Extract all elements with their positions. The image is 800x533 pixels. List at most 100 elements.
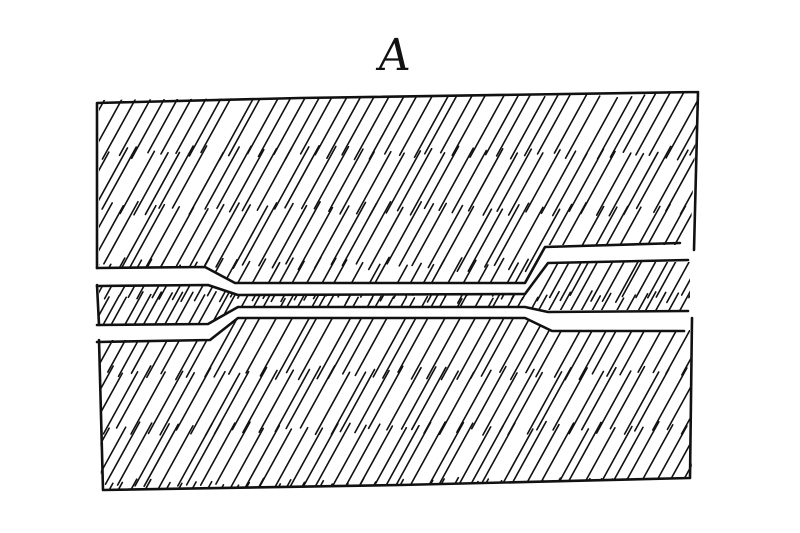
hatch-stroke: [285, 365, 322, 430]
hatch-stroke: [190, 370, 226, 435]
hatch-stroke: [271, 204, 308, 269]
hatch-stroke: [536, 93, 573, 155]
hatch-stroke: [149, 292, 173, 325]
hatch-stroke: [451, 93, 488, 157]
channel-line-lower-outer: [95, 316, 686, 344]
hatch-stroke: [175, 367, 212, 431]
hatch-stroke: [258, 257, 294, 283]
hatch-stroke: [635, 333, 657, 373]
hatch-stroke: [495, 93, 532, 157]
hatch-stroke: [524, 423, 560, 488]
hatch-stroke: [246, 295, 271, 325]
hatch-stroke: [101, 96, 138, 160]
hatch-stroke: [477, 291, 502, 325]
hatch-stroke: [467, 208, 504, 272]
hatch-stroke: [648, 93, 685, 156]
hatch-stroke: [341, 93, 378, 156]
hatch-stroke: [615, 262, 639, 303]
hatch-stroke: [496, 148, 533, 212]
hatch-stroke: [737, 368, 771, 430]
hatch-stroke: [423, 334, 445, 374]
hatch-stroke: [409, 259, 446, 283]
hatch-stroke: [524, 208, 561, 273]
hatch-stroke: [144, 206, 181, 270]
frame-outline: [95, 90, 700, 492]
hatch-stroke: [676, 96, 698, 161]
hatch-stroke: [551, 202, 587, 266]
hatch-stroke: [372, 318, 409, 378]
hatch-stroke: [446, 327, 468, 367]
hatch-stroke: [187, 257, 224, 283]
hatch-stroke: [400, 366, 437, 430]
hatch-stroke: [203, 484, 240, 490]
hatch-stroke: [413, 94, 450, 159]
hatch-stroke: [451, 149, 488, 214]
hatch-stroke: [591, 318, 628, 375]
hatch-stroke: [219, 332, 241, 372]
hatch-stroke: [386, 201, 423, 265]
hatch-stroke: [63, 422, 97, 484]
hatch-stroke: [652, 318, 689, 374]
hatch-stroke: [736, 292, 758, 332]
hatch-stroke: [339, 368, 376, 433]
hatch-stroke: [130, 371, 166, 435]
hatch-stroke: [354, 318, 391, 377]
hatch-stroke: [526, 371, 563, 435]
hatch-stroke: [709, 259, 743, 321]
hatch-stroke: [228, 148, 265, 213]
hatch-stroke: [484, 204, 520, 268]
hatch-stroke: [228, 427, 265, 490]
hatch-stroke: [146, 482, 183, 490]
hatch-stroke: [569, 262, 594, 296]
hatch-stroke: [566, 421, 602, 486]
hatch-stroke: [355, 483, 391, 490]
hatch-stroke: [719, 98, 753, 160]
hatch-stroke: [129, 259, 166, 283]
hatch-stroke: [227, 93, 264, 157]
hatch-stroke: [552, 367, 588, 431]
hatch-stroke: [173, 208, 209, 272]
hatch-stroke: [355, 201, 392, 265]
hatch-stroke: [427, 204, 464, 269]
hatch-stroke: [548, 262, 573, 299]
hatch-stroke: [224, 294, 249, 325]
hatch-stroke: [705, 428, 739, 490]
hatch-stroke: [708, 205, 742, 267]
hatch-stroke: [158, 206, 195, 271]
hatch-stroke: [131, 333, 153, 373]
hatch-stroke: [384, 424, 420, 489]
hatch-stroke: [192, 330, 214, 370]
hatch-stroke: [735, 154, 769, 216]
hatch-stroke: [409, 478, 445, 490]
hatch-stroke: [661, 480, 692, 490]
hatch-stroke: [483, 262, 519, 283]
hatch-stroke: [213, 318, 250, 378]
hatch-stroke: [188, 484, 225, 490]
hatch-stroke: [384, 93, 420, 155]
hatch-stroke: [382, 318, 418, 379]
hatch-stroke: [214, 260, 251, 283]
hatch-stroke: [509, 95, 546, 160]
hatch-stroke: [720, 427, 754, 489]
hatch-stroke: [206, 291, 230, 325]
hatch-stroke: [99, 372, 124, 437]
channel-line-upper-outer: [95, 241, 682, 285]
hatch-stroke: [595, 370, 632, 434]
hatch-stroke: [523, 93, 560, 157]
hatching-lower-region: [63, 318, 771, 490]
hatch-stroke: [468, 257, 505, 283]
hatch-stroke: [736, 423, 770, 485]
hatch-stroke: [666, 366, 692, 431]
hatch-stroke: [244, 261, 281, 283]
hatch-stroke: [237, 329, 259, 369]
hatch-stroke: [726, 292, 748, 332]
hatch-stroke: [188, 203, 225, 268]
hatch-stroke: [158, 424, 194, 489]
hatch-stroke: [595, 152, 632, 216]
hatch-stroke: [609, 365, 646, 430]
hatch-stroke: [395, 421, 432, 486]
hatch-stroke: [128, 293, 152, 325]
hatch-stroke: [466, 479, 503, 490]
hatch-stroke: [538, 422, 575, 486]
hatch-stroke: [608, 152, 645, 217]
